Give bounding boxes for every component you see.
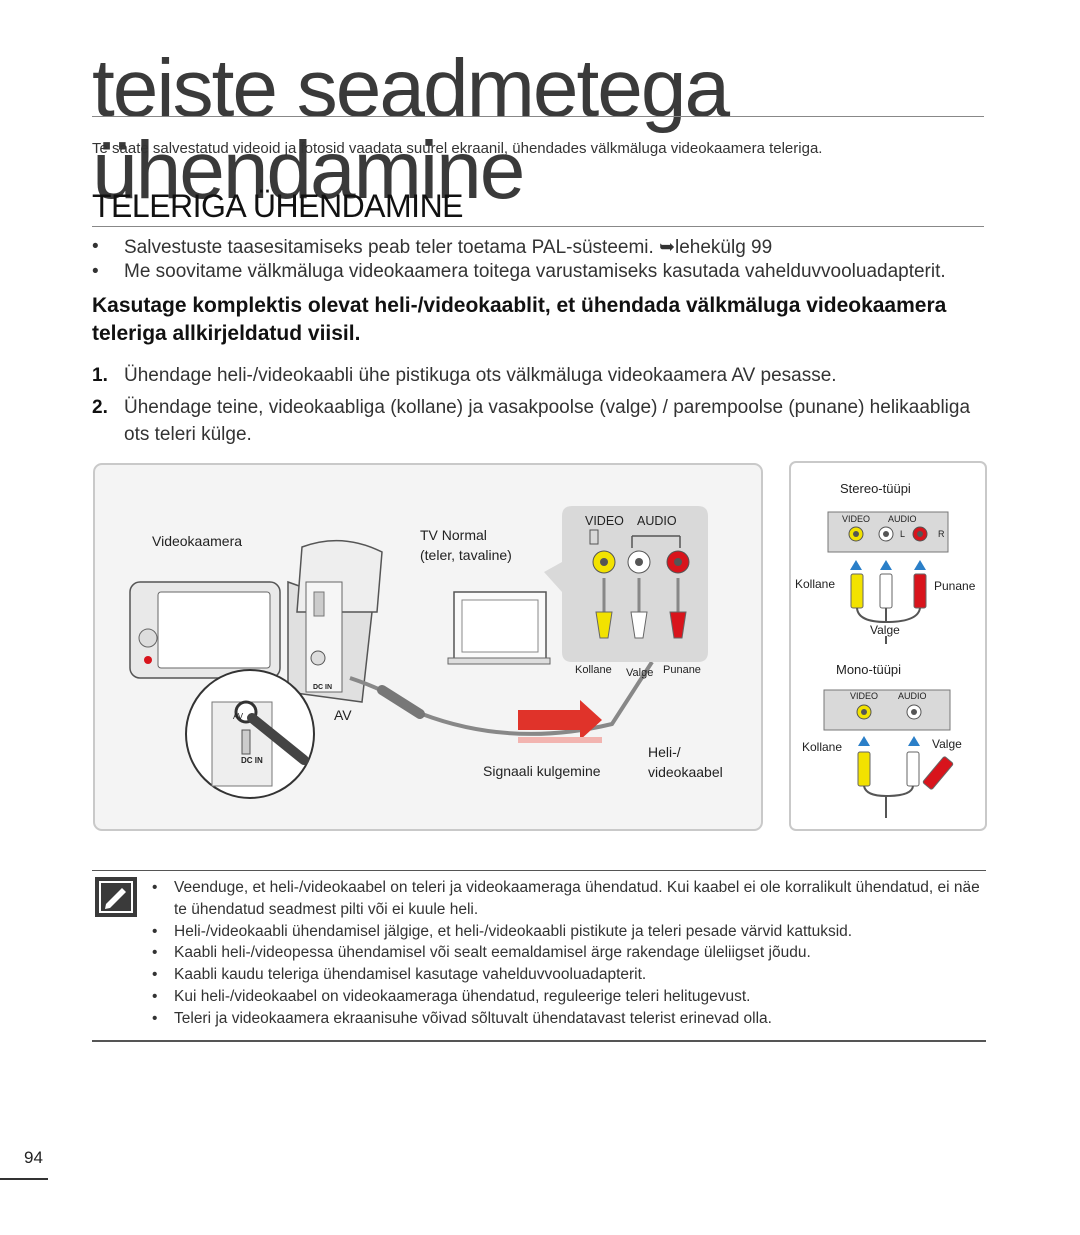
red-plug: [669, 611, 687, 639]
notes-list: •Veenduge, et heli-/videokaabel on teler…: [152, 877, 982, 1030]
note-text: Veenduge, et heli-/videokaabel on teleri…: [174, 879, 980, 918]
note-item: •Kui heli-/videokaabel on videokaameraga…: [152, 987, 751, 1005]
step-item: 1. Ühendage heli-/videokaabli ühe pistik…: [92, 362, 992, 390]
mono-video-label: VIDEO: [850, 691, 879, 701]
step-number: 1.: [92, 365, 108, 386]
section-heading: TELERIGA ÜHENDAMINE: [92, 188, 464, 224]
step-text: Ühendage heli-/videokaabli ühe pistikuga…: [124, 365, 837, 386]
note-item: •Veenduge, et heli-/videokaabel on teler…: [152, 879, 980, 918]
bullet-item: • Salvestuste taasesitamiseks peab teler…: [92, 236, 773, 258]
dcin-small-label: DC IN: [313, 684, 333, 691]
cable-sublabel: videokaabel: [648, 764, 723, 780]
mono-yellow-plug: [857, 751, 871, 787]
stereo-r-label: R: [938, 529, 945, 539]
note-text: Kaabli heli-/videopessa ühendamisel või …: [174, 944, 811, 962]
mono-jack-panel: [823, 689, 951, 731]
video-label: VIDEO: [585, 514, 624, 528]
stereo-yellow-label: Kollane: [795, 577, 836, 591]
signal-arrow: [518, 700, 602, 740]
page-number-rule: [0, 1178, 48, 1180]
mono-yellow-label: Kollane: [802, 740, 843, 754]
section-divider: [92, 226, 984, 227]
step-item: 2. Ühendage teine, videokaabliga (kollan…: [92, 394, 992, 450]
page-number: 94: [24, 1148, 43, 1167]
stereo-red-plug: [913, 573, 927, 609]
mono-title: Mono-tüüpi: [836, 662, 902, 677]
dcin-label: DC IN: [241, 756, 263, 765]
note-text: Teleri ja videokaamera ekraanisuhe võiva…: [174, 1009, 772, 1027]
bullet-text: Salvestuste taasesitamiseks peab teler t…: [124, 237, 773, 258]
stereo-white-label: Valge: [870, 623, 900, 637]
white-label: Valge: [626, 667, 654, 679]
mono-audio-label: AUDIO: [898, 691, 927, 701]
tv-label: TV Normal: [420, 527, 487, 543]
note-text: Heli-/videokaabli ühendamisel jälgige, e…: [174, 922, 853, 940]
yellow-plug: [595, 611, 613, 639]
camcorder-label: Videokaamera: [152, 533, 243, 549]
stereo-white-plug: [879, 573, 893, 609]
stereo-video-label: VIDEO: [842, 514, 871, 524]
stereo-yellow-plug: [850, 573, 864, 609]
red-label: Punane: [663, 664, 701, 676]
connection-diagram: [93, 463, 763, 831]
av-small-label: AV: [233, 712, 244, 721]
stereo-l-label: L: [900, 529, 906, 539]
mono-red-plug: [922, 756, 954, 790]
note-item: •Kaabli kaudu teleriga ühendamisel kasut…: [152, 966, 647, 984]
stereo-red-label: Punane: [934, 579, 976, 593]
subheading: Kasutage komplektis olevat heli-/videoka…: [92, 294, 947, 345]
bullet-item: • Me soovitame välkmäluga videokaamera t…: [92, 261, 946, 282]
mono-white-label: Valge: [932, 737, 962, 751]
note-item: •Kaabli heli-/videopessa ühendamisel või…: [152, 944, 811, 962]
note-text: Kaabli kaudu teleriga ühendamisel kasuta…: [174, 966, 647, 984]
note-text: Kui heli-/videokaabel on videokaameraga …: [174, 987, 751, 1005]
title-divider: [92, 116, 984, 117]
step-text: Ühendage teine, videokaabliga (kollane) …: [124, 397, 971, 445]
stereo-audio-label: AUDIO: [888, 514, 917, 524]
step-number: 2.: [92, 397, 108, 418]
av-label: AV: [334, 707, 352, 723]
signal-label: Signaali kulgemine: [483, 763, 601, 779]
note-item: •Heli-/videokaabli ühendamisel jälgige, …: [152, 922, 853, 940]
audio-label: AUDIO: [637, 514, 677, 528]
page-title: teiste seadmetega ühendamine: [92, 43, 730, 216]
note-divider-top: [92, 870, 986, 871]
note-divider-bottom: [92, 1040, 986, 1042]
note-item: •Teleri ja videokaamera ekraanisuhe võiv…: [152, 1009, 772, 1027]
mono-white-plug: [906, 751, 920, 787]
tv-sublabel: (teler, tavaline): [420, 547, 512, 563]
cable-label: Heli-/: [648, 744, 681, 760]
intro-text: Te saate salvestatud videoid ja fotosid …: [92, 140, 823, 157]
bullet-text: Me soovitame välkmäluga videokaamera toi…: [124, 261, 946, 282]
cable-types-diagram: [789, 461, 987, 831]
stereo-title: Stereo-tüüpi: [840, 481, 911, 496]
yellow-label: Kollane: [575, 664, 612, 676]
white-plug: [630, 611, 648, 639]
note-pencil-icon: [95, 877, 137, 917]
jack-panel-bubble: [544, 506, 708, 662]
